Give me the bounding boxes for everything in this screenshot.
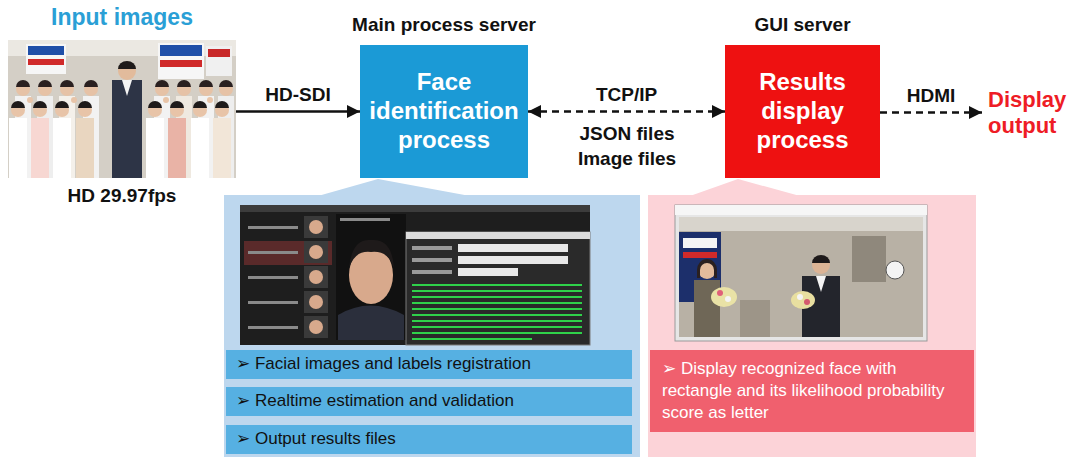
blue-panel: [224, 179, 640, 457]
input-heading: Input images: [51, 4, 193, 31]
file-label: Image files: [578, 148, 676, 170]
feature-text: ➢ Output results files: [236, 428, 622, 450]
feature-bar: ➢ Display recognized face with rectangle…: [650, 350, 974, 432]
input-photo: Input imagesHD 29.97fps: [8, 40, 236, 178]
server-heading: GUI server: [754, 14, 850, 36]
process-box: Main process serverFace identification p…: [360, 45, 528, 178]
output-text: Display output: [988, 87, 1074, 138]
format-caption: HD 29.97fps: [68, 185, 177, 207]
connector: [236, 110, 360, 113]
edge-label: TCP/IP: [594, 84, 659, 106]
feature-text: ➢ Realtime estimation and validation: [236, 390, 622, 412]
feature-text: ➢ Display recognized face with rectangle…: [662, 358, 962, 424]
process-text: Face identification process: [368, 68, 520, 154]
edge-label: HD-SDI: [263, 84, 332, 106]
connector: [880, 111, 982, 114]
edge-label: HDMI: [905, 85, 958, 107]
output-node: Display output: [982, 84, 1076, 141]
file-label: JSON files: [579, 123, 674, 145]
input-photo-picture: [8, 40, 236, 178]
software-screenshot: [240, 205, 590, 345]
feature-bar: ➢ Output results files: [226, 425, 632, 454]
feature-text: ➢ Facial images and labels registration: [236, 353, 622, 375]
pink-panel: [648, 179, 976, 457]
connector: [528, 110, 725, 113]
display-screenshot: [675, 205, 927, 341]
feature-bar: ➢ Facial images and labels registration: [226, 350, 632, 379]
process-box: GUI serverResults display process: [725, 45, 880, 178]
server-heading: Main process server: [352, 14, 536, 36]
feature-bar: ➢ Realtime estimation and validation: [226, 387, 632, 416]
process-text: Results display process: [733, 68, 872, 154]
